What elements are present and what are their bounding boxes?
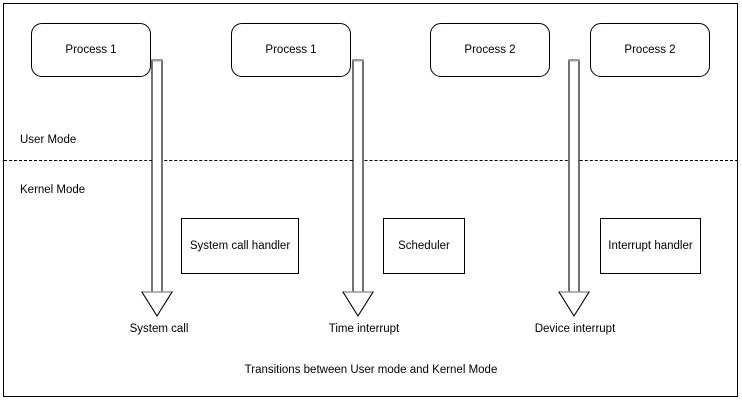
transition-label-system-call: System call [129,323,189,335]
arrow-shape [558,59,590,318]
transition-label-device-interrupt: Device interrupt [534,323,616,335]
handler-box-system-call[interactable]: System call handler [181,218,299,274]
down-block-arrow-time-interrupt [341,59,375,322]
diagram-frame [3,3,738,397]
down-block-arrow-device-interrupt [557,59,591,322]
down-block-arrow-system-call [140,59,174,322]
arrow-shape [141,59,173,318]
process-box-3[interactable]: Process 2 [430,23,550,77]
process-box-1[interactable]: Process 1 [31,23,151,77]
transition-label-time-interrupt: Time interrupt [328,323,400,335]
handler-box-interrupt[interactable]: Interrupt handler [600,218,701,274]
kernel-mode-label: Kernel Mode [20,184,86,196]
diagram-caption: Transitions between User mode and Kernel… [244,364,498,376]
handler-box-scheduler[interactable]: Scheduler [383,218,465,274]
user-kernel-boundary-line [4,160,738,161]
process-box-2[interactable]: Process 1 [231,23,351,77]
arrow-shape [342,59,374,318]
user-mode-label: User Mode [20,134,77,146]
process-box-4[interactable]: Process 2 [590,23,710,77]
